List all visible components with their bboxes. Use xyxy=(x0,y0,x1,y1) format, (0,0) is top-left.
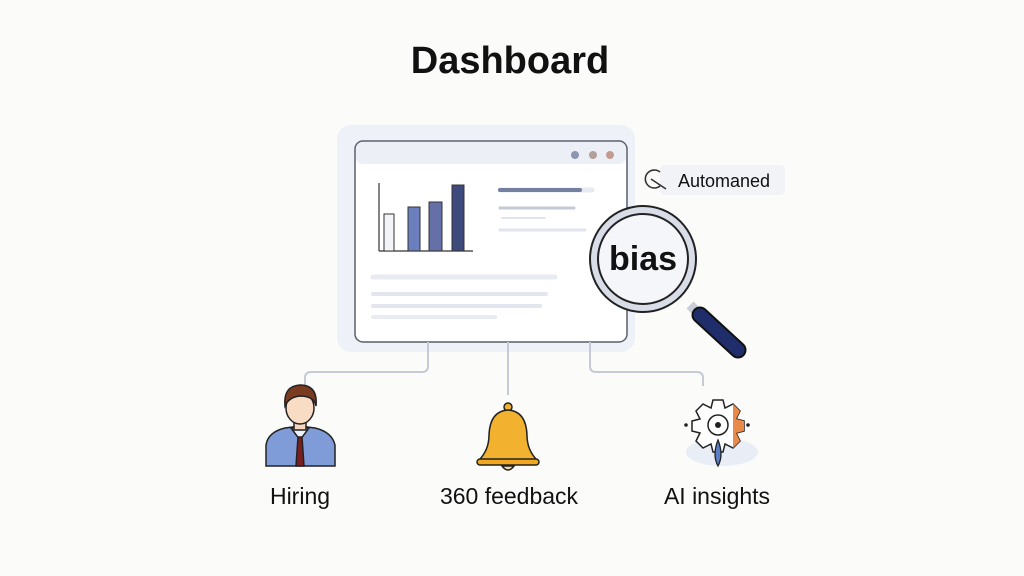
lens-word: bias xyxy=(608,240,678,278)
bar xyxy=(428,201,443,252)
gear-icon xyxy=(684,399,758,468)
window-dot xyxy=(606,151,614,159)
node-label-hiring: Hiring xyxy=(269,483,331,509)
node-label-ai-insights: AI insights xyxy=(663,483,771,509)
search-icon xyxy=(644,169,667,190)
connectors xyxy=(304,342,704,395)
page-title: Dashboard xyxy=(410,40,610,82)
bell-icon xyxy=(476,402,540,471)
text-lines xyxy=(370,187,595,319)
magnifier-icon xyxy=(589,205,747,359)
businessman-icon xyxy=(265,384,336,467)
window-dot xyxy=(589,151,597,159)
tag-pill xyxy=(644,165,785,195)
window-dot xyxy=(571,151,579,159)
bar xyxy=(383,213,395,252)
bar xyxy=(451,184,465,252)
automated-tag: Automaned xyxy=(678,171,771,191)
bar xyxy=(407,206,421,252)
mini-bar-chart xyxy=(378,183,473,252)
dashboard-window xyxy=(337,125,635,352)
node-label-feedback: 360 feedback xyxy=(439,483,579,509)
